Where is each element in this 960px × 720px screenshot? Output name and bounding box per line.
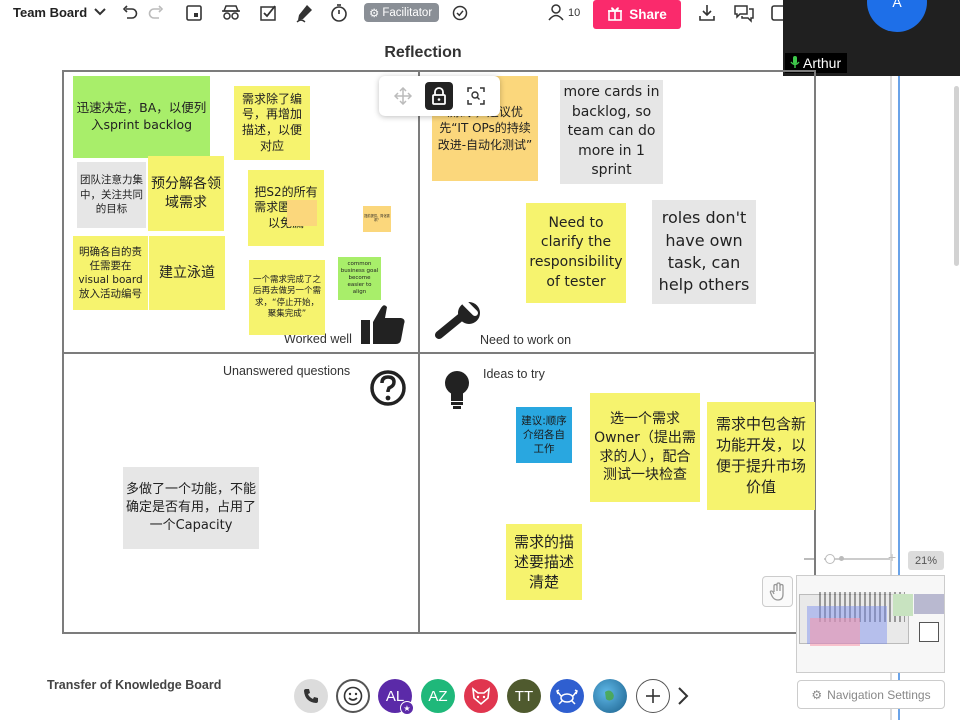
label-unanswered-questions: Unanswered questions xyxy=(223,364,351,378)
sticky-note[interactable]: 需求中包含新功能开发，以便于提升市场价值 xyxy=(707,402,815,510)
comment-icon[interactable] xyxy=(733,2,755,24)
plus-icon[interactable] xyxy=(636,679,670,713)
minimap[interactable] xyxy=(796,575,945,673)
avatar[interactable]: AL ★ xyxy=(378,679,414,715)
minimap-block xyxy=(893,594,913,616)
vertical-scrollbar[interactable] xyxy=(954,86,959,266)
fox-icon[interactable] xyxy=(464,679,498,713)
sticky-note[interactable]: 建议:顺序介绍各自工作 xyxy=(516,407,572,463)
sticky-note[interactable]: 提前提供，简化需求？ xyxy=(363,206,391,232)
zoom-fit-icon[interactable] xyxy=(462,82,490,110)
facilitator-badge[interactable]: ⚙ Facilitator xyxy=(364,3,440,22)
navigation-settings-label: Navigation Settings xyxy=(827,687,931,702)
chevron-down-icon[interactable] xyxy=(92,3,108,19)
hand-icon[interactable] xyxy=(762,576,793,607)
check-frame-icon[interactable] xyxy=(257,2,279,24)
move-icon[interactable] xyxy=(389,82,417,110)
minimap-highlight xyxy=(810,618,860,646)
participant-name-tag: Arthur xyxy=(785,53,848,73)
sticky-note[interactable]: 迅速决定，BA，以便列入sprint backlog xyxy=(73,76,210,158)
user-count: 10 xyxy=(568,7,581,19)
avatar[interactable]: TT xyxy=(507,679,541,713)
zoom-slider[interactable]: + xyxy=(804,549,904,569)
avatar[interactable]: AZ xyxy=(421,679,455,713)
gear-icon: ⚙ xyxy=(369,7,380,20)
avatar-initials: TT xyxy=(514,687,534,705)
panel-icon[interactable] xyxy=(770,2,784,24)
participant-name: Arthur xyxy=(803,55,842,71)
board-name-footer[interactable]: Transfer of Knowledge Board xyxy=(47,678,222,692)
lock-icon[interactable] xyxy=(425,82,454,110)
quadrant-divider-horizontal xyxy=(62,352,816,354)
gift-icon xyxy=(607,5,623,24)
label-need-to-work-on: Need to work on xyxy=(480,333,572,347)
sticky-note[interactable]: common business goal become easier to al… xyxy=(338,257,381,300)
zoom-in-icon[interactable]: + xyxy=(888,549,897,565)
minimap-content xyxy=(819,592,905,622)
sticky-note[interactable]: Need to clarify the responsibility of te… xyxy=(526,203,626,303)
sticky-note[interactable]: 一个需求完成了之后再去做另一个需求，“停止开始，聚集完成” xyxy=(249,260,325,335)
mic-icon xyxy=(789,55,801,72)
participant-avatar: A xyxy=(867,0,927,32)
check-circle-icon[interactable] xyxy=(451,2,469,24)
sticky-note[interactable]: 选一个需求Owner（提出需求的人），配合 测试一块检查 xyxy=(590,393,700,502)
crab-icon[interactable] xyxy=(550,679,584,713)
share-label: Share xyxy=(629,7,667,22)
zoom-level[interactable]: 21% xyxy=(908,551,944,570)
undo-icon[interactable] xyxy=(120,2,140,24)
canvas-boundary-line xyxy=(890,76,892,720)
navigation-settings-button[interactable]: ⚙ Navigation Settings xyxy=(797,680,945,709)
canvas-guide-line xyxy=(898,76,900,720)
sticky-note[interactable]: 需求的描述要描述清楚 xyxy=(506,524,582,600)
pen-icon[interactable] xyxy=(294,2,316,24)
wrench-icon xyxy=(435,300,485,345)
thumbs-up-icon xyxy=(359,302,407,350)
timer-icon[interactable] xyxy=(327,2,351,24)
facilitator-label: Facilitator xyxy=(382,6,433,19)
frame-icon[interactable] xyxy=(184,2,204,24)
user-icon xyxy=(546,2,566,25)
question-icon xyxy=(369,369,407,411)
avatar-initials: AZ xyxy=(428,687,448,705)
board-name[interactable]: Team Board xyxy=(13,5,88,20)
sticky-note-fragment[interactable] xyxy=(287,200,317,226)
gear-icon: ⚙ xyxy=(811,687,823,702)
video-tile[interactable]: A Arthur xyxy=(783,0,960,76)
sticky-note[interactable]: 预分解各领域需求 xyxy=(148,156,224,231)
sticky-note[interactable]: 团队注意力集中，关注共同的目标 xyxy=(77,162,146,228)
minimap-block xyxy=(914,594,944,614)
board-title: Reflection xyxy=(384,44,462,61)
zoom-out-icon[interactable] xyxy=(804,558,814,560)
online-users[interactable]: 10 xyxy=(546,2,580,24)
chevron-right-icon[interactable] xyxy=(676,686,690,710)
zoom-thumb[interactable] xyxy=(825,554,835,564)
sticky-note[interactable]: 明确各自的责任需要在visual board放入活动编号 xyxy=(73,236,148,310)
sticky-note[interactable]: 需求除了编号，再增加描述，以便对应 xyxy=(234,86,310,160)
sticky-note[interactable]: 多做了一个功能，不能确定是否有用，占用了一个Capacity xyxy=(123,467,259,549)
globe-icon[interactable] xyxy=(593,679,627,713)
phone-icon[interactable] xyxy=(294,679,328,713)
label-ideas-to-try: Ideas to try xyxy=(483,367,545,381)
redo-icon[interactable] xyxy=(146,2,166,24)
sticky-note[interactable]: more cards in backlog, so team can do mo… xyxy=(560,80,663,184)
star-icon: ★ xyxy=(400,701,414,715)
spy-icon[interactable] xyxy=(219,2,243,24)
smile-icon[interactable] xyxy=(336,679,370,713)
share-button[interactable]: Share xyxy=(593,0,681,29)
zoom-track xyxy=(824,558,890,560)
minimap-block xyxy=(919,622,939,642)
selection-toolbar xyxy=(379,76,500,116)
avatar-initials: AL xyxy=(385,687,405,705)
zoom-marker xyxy=(839,556,844,561)
label-worked-well: Worked well xyxy=(284,332,352,346)
sticky-note[interactable]: roles don't have own task, can help othe… xyxy=(652,200,756,304)
export-icon[interactable] xyxy=(696,2,718,24)
bulb-icon xyxy=(443,369,471,415)
sticky-note[interactable]: 建立泳道 xyxy=(149,236,225,310)
